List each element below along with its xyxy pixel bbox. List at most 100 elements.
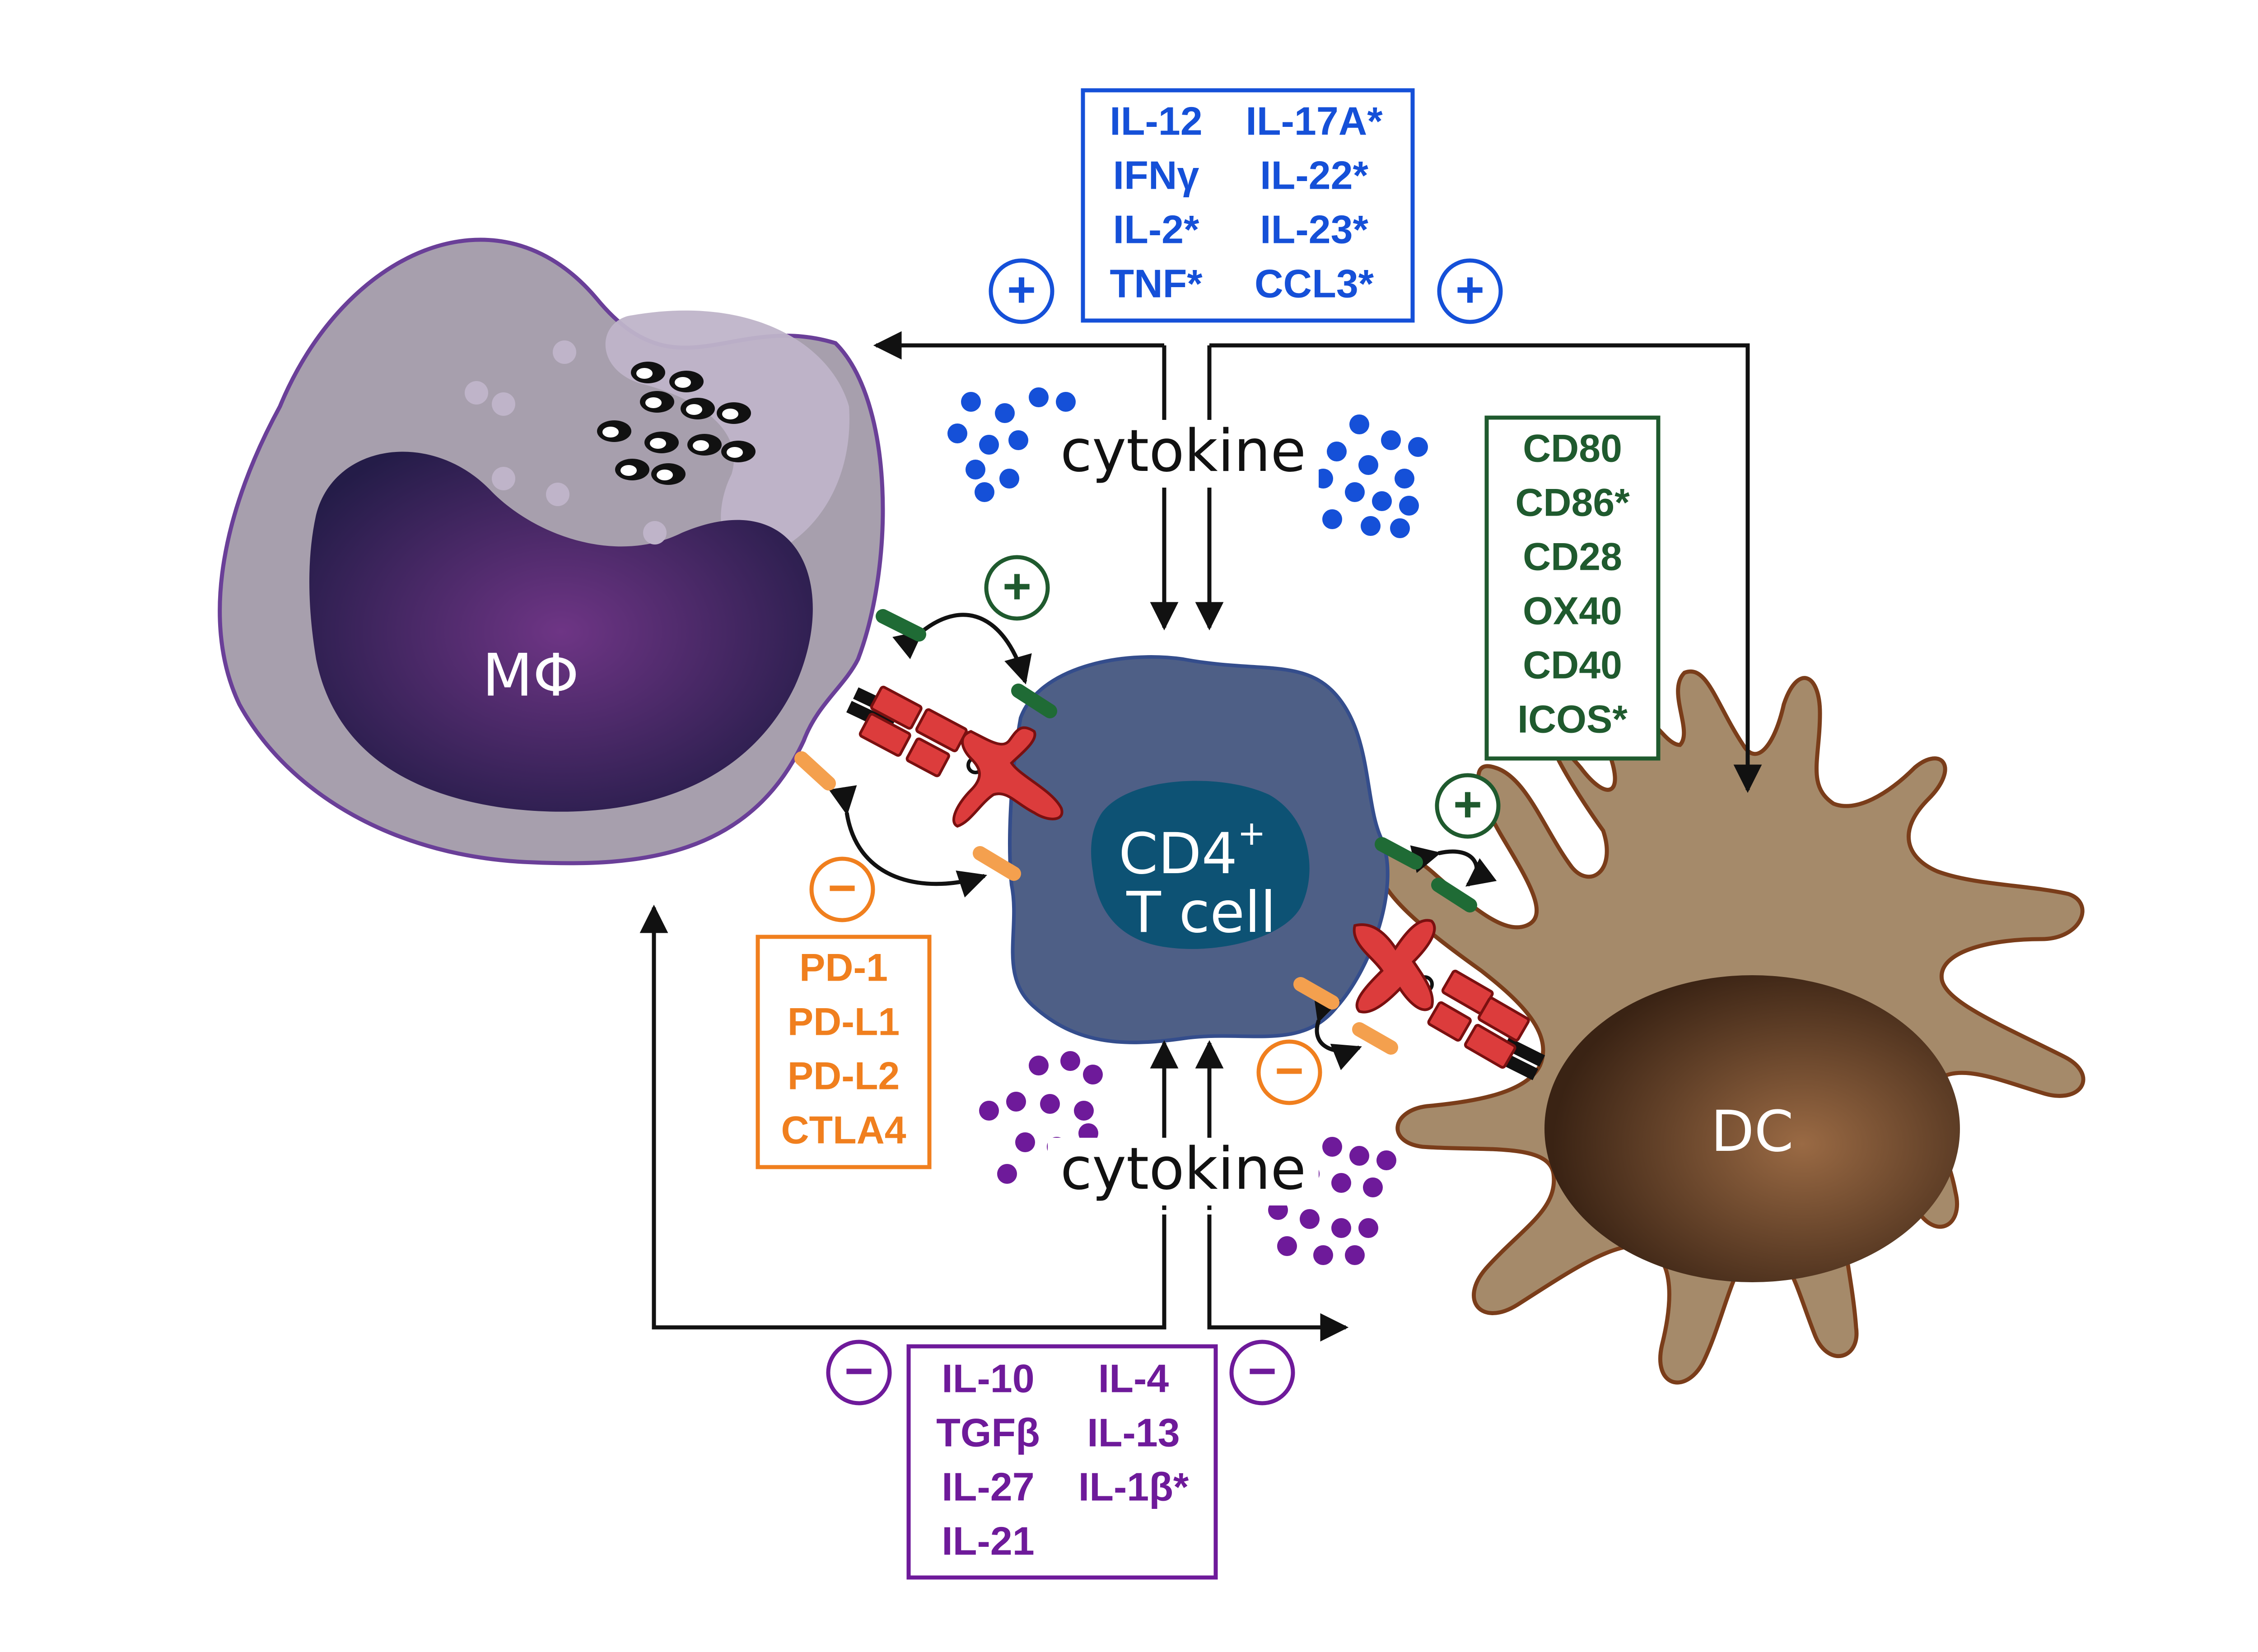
anti-cytokine-5: IL-4 bbox=[1098, 1356, 1169, 1401]
anti-cytokine-7: IL-1β* bbox=[1078, 1464, 1189, 1509]
cytokine-dot bbox=[947, 423, 967, 443]
cytokine-dot bbox=[1029, 1056, 1049, 1075]
coinhib-arrow-right bbox=[1313, 991, 1362, 1070]
minus-sign-icon: − bbox=[809, 856, 875, 922]
arrow-to-dc-bottom bbox=[1207, 1215, 1349, 1342]
svg-text:+: + bbox=[1456, 262, 1484, 317]
cytokine-dot bbox=[1083, 1065, 1103, 1084]
cytokine-dot bbox=[1358, 1218, 1378, 1238]
cytokine-dot bbox=[975, 482, 994, 502]
costim-receptor-tcell-right bbox=[1375, 837, 1423, 870]
bacterium-highlight bbox=[620, 465, 637, 476]
cytokine-dot bbox=[1345, 1245, 1365, 1265]
t-cell-label-line2: T cell bbox=[1126, 880, 1276, 945]
coinhib-2: PD-L1 bbox=[788, 1001, 900, 1044]
cytokine-label-top: cytokine bbox=[1060, 418, 1306, 485]
costim-arrow-right bbox=[1410, 845, 1497, 887]
plus-sign-icon: + bbox=[1437, 258, 1503, 324]
svg-text:−: − bbox=[828, 860, 857, 916]
anti-cytokine-1: IL-10 bbox=[942, 1356, 1034, 1401]
bacterium-highlight bbox=[602, 427, 619, 437]
cytokine-dot bbox=[1322, 1137, 1342, 1157]
coinhib-3: PD-L2 bbox=[788, 1055, 900, 1098]
cytokine-dot bbox=[1006, 1092, 1026, 1112]
cytokine-dot bbox=[1381, 430, 1401, 450]
pro-cytokine-2: IFNγ bbox=[1113, 153, 1199, 197]
cytokine-label-bottom: cytokine bbox=[1060, 1135, 1306, 1203]
arrow-to-dc-top bbox=[1209, 343, 1762, 793]
cytokine-dot bbox=[1395, 469, 1414, 489]
cytokine-dot bbox=[1361, 516, 1381, 536]
pro-cytokine-6: IL-22* bbox=[1260, 153, 1368, 197]
cytokine-dot bbox=[995, 403, 1015, 423]
arrow-to-macrophage-bottom bbox=[639, 904, 1166, 1330]
proinflammatory-cytokine-box: IL-12 IFNγ IL-2* TNF* IL-17A* IL-22* IL-… bbox=[1081, 88, 1415, 323]
dc-label: DC bbox=[1711, 1099, 1794, 1164]
dendritic-cell bbox=[1375, 669, 2085, 1385]
bacterium-highlight bbox=[693, 440, 709, 451]
cytokine-dot bbox=[1399, 496, 1419, 516]
cytokine-dot bbox=[1331, 1218, 1351, 1238]
costim-receptor-tcell-left bbox=[1011, 684, 1057, 718]
cytokine-dot bbox=[1376, 1150, 1396, 1170]
cytokine-dot bbox=[1029, 387, 1049, 407]
cytokine-dot bbox=[961, 392, 981, 412]
costim-arrow-left bbox=[892, 613, 1032, 685]
coinhib-receptor-tcell-left bbox=[973, 846, 1021, 881]
cytokine-dot bbox=[979, 1101, 999, 1121]
costim-ligand-dc bbox=[1431, 878, 1477, 912]
costimulatory-molecule-box: CD80 CD86* CD28 OX40 CD40 ICOS* bbox=[1484, 415, 1661, 761]
coinhib-ligand-macrophage bbox=[794, 751, 836, 791]
costim-2: CD86* bbox=[1515, 481, 1630, 525]
coinhib-4: CTLA4 bbox=[781, 1109, 906, 1152]
bacterium-highlight bbox=[727, 447, 743, 458]
anti-cytokine-6: IL-13 bbox=[1087, 1410, 1180, 1455]
mhc-tcr-complex-right bbox=[1353, 919, 1545, 1080]
bacterium-highlight bbox=[636, 368, 653, 379]
pro-cytokine-3: IL-2* bbox=[1113, 207, 1199, 251]
mhc-tcr-complex-left bbox=[846, 685, 1064, 828]
cytokine-dot bbox=[999, 469, 1019, 489]
proinflammatory-cytokine-dots bbox=[947, 387, 1428, 538]
anti-cytokine-4: IL-21 bbox=[942, 1518, 1034, 1563]
bacterium-highlight bbox=[686, 404, 702, 415]
cytokine-dot bbox=[1372, 491, 1392, 511]
anti-cytokine-2: TGFβ bbox=[936, 1410, 1040, 1455]
plus-sign-icon: + bbox=[984, 555, 1050, 621]
cytokine-dot bbox=[1331, 1173, 1351, 1193]
cd4-t-cell bbox=[1008, 655, 1390, 1044]
antiinflammatory-cytokine-box: IL-10 TGFβ IL-27 IL-21 IL-4 IL-13 IL-1β* bbox=[906, 1344, 1218, 1580]
costim-6: ICOS* bbox=[1517, 698, 1628, 741]
costim-3: CD28 bbox=[1523, 535, 1622, 579]
cytokine-dot bbox=[1358, 455, 1378, 475]
svg-text:−: − bbox=[1275, 1043, 1304, 1098]
minus-sign-icon: − bbox=[1229, 1340, 1295, 1405]
bacterium-highlight bbox=[675, 377, 691, 388]
svg-text:+: + bbox=[1007, 262, 1036, 317]
cytokine-dot bbox=[1408, 437, 1428, 457]
cytokine-dot bbox=[1056, 392, 1076, 412]
pro-cytokine-1: IL-12 bbox=[1110, 98, 1202, 143]
svg-text:−: − bbox=[844, 1343, 873, 1399]
coinhib-arrow-left bbox=[829, 785, 987, 898]
cytokine-dot bbox=[1277, 1236, 1297, 1256]
surface-molecules bbox=[794, 609, 1477, 1055]
cytokine-dot bbox=[1313, 1245, 1333, 1265]
signal-arrows bbox=[639, 331, 1762, 1342]
macrophage-label: MΦ bbox=[482, 641, 579, 710]
cytokine-dot bbox=[1363, 1177, 1383, 1197]
bacterium-highlight bbox=[650, 438, 666, 449]
cytokine-dot bbox=[1322, 509, 1342, 529]
cytokine-dot bbox=[979, 435, 999, 455]
cytokine-dot bbox=[1345, 482, 1365, 502]
cytokine-dot bbox=[966, 460, 985, 479]
macrophage-cell bbox=[218, 237, 885, 866]
cytokine-dot bbox=[997, 1164, 1017, 1184]
coinhib-receptor-tcell-right bbox=[1293, 977, 1339, 1010]
anti-cytokine-3: IL-27 bbox=[942, 1464, 1034, 1509]
svg-text:−: − bbox=[1248, 1343, 1277, 1399]
cytokine-dot bbox=[1040, 1094, 1060, 1114]
cytokine-dot bbox=[1349, 1146, 1369, 1166]
